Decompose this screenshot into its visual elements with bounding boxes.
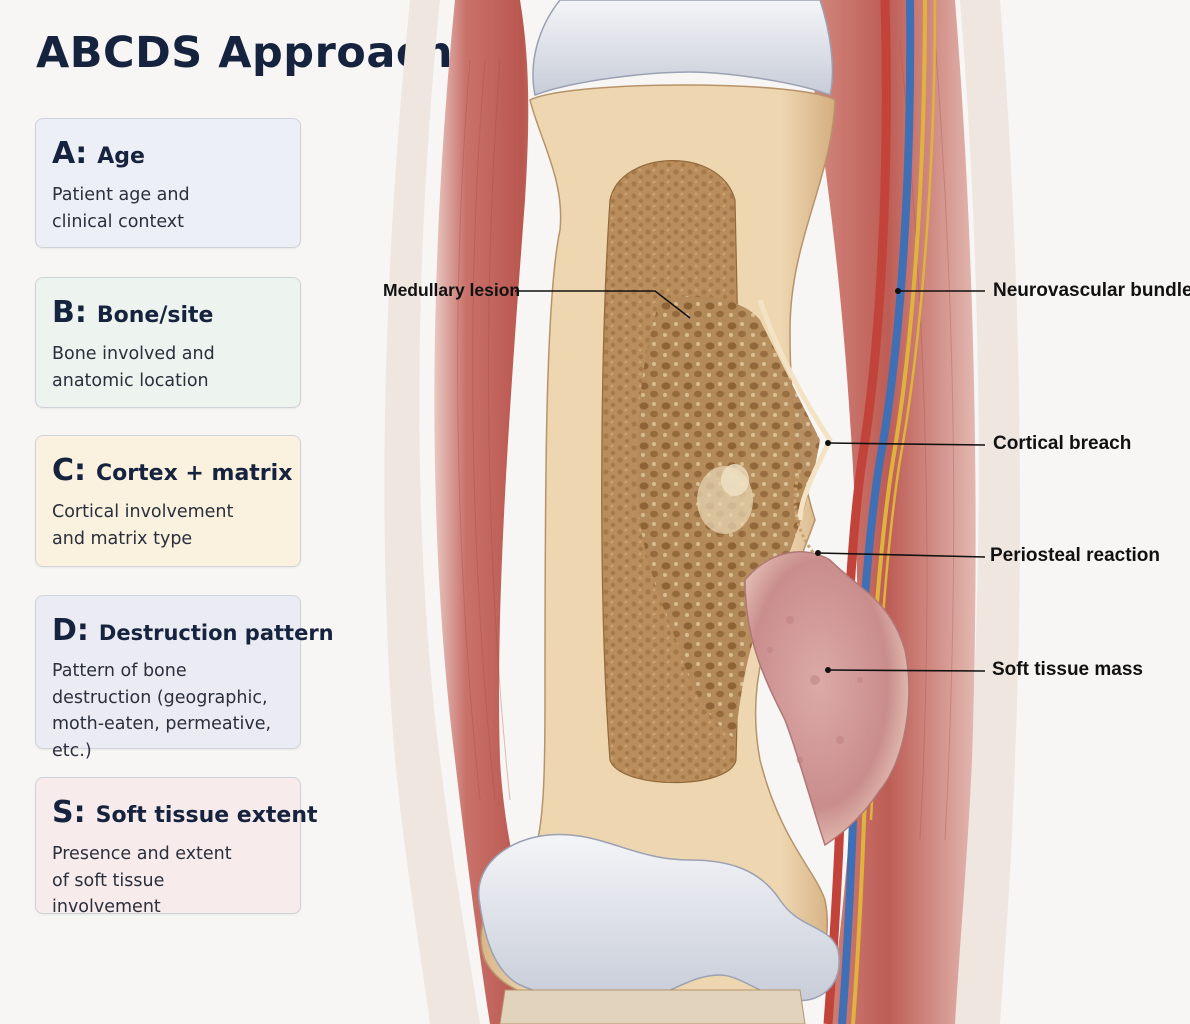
card-colon: : xyxy=(74,295,87,330)
card-destruction-pattern: D: Destruction pattern Pattern of bone d… xyxy=(35,595,334,761)
card-letter: B xyxy=(52,295,75,330)
label-soft-tissue-mass: Soft tissue mass xyxy=(992,659,1143,680)
card-age: A: Age Patient age and clinical context xyxy=(35,118,301,248)
label-medullary-lesion: Medullary lesion xyxy=(383,280,521,300)
soft-tissue-mass-leader xyxy=(827,669,986,672)
label-neurovascular-bundle: Neurovascular bundle xyxy=(993,280,1190,301)
neurovascular-bundle-dot xyxy=(895,288,901,294)
card-term: Age xyxy=(97,144,145,169)
card-cortex-matrix: C: Cortex + matrix Cortical involvement … xyxy=(35,435,301,567)
label-cortical-breach: Cortical breach xyxy=(993,433,1132,454)
cortical-breach-leader xyxy=(827,442,986,446)
card-term: Destruction pattern xyxy=(98,621,334,645)
card-letter: D xyxy=(52,613,77,648)
soft-tissue-mass-dot xyxy=(825,667,831,673)
card-heading: D: Destruction pattern xyxy=(52,613,334,648)
card-letter: A xyxy=(52,136,76,171)
card-soft-tissue-extent: S: Soft tissue extent Presence and exten… xyxy=(35,777,318,917)
card-description: Presence and extent of soft tissue invol… xyxy=(52,844,232,917)
page-title: ABCDS Approach xyxy=(36,28,453,78)
card-description: Patient age and clinical context xyxy=(52,185,190,232)
medullary-lesion-leader xyxy=(515,290,691,319)
card-bone-site: B: Bone/site Bone involved and anatomic … xyxy=(35,277,301,408)
periosteal-reaction-dot xyxy=(815,550,821,556)
card-heading: C: Cortex + matrix xyxy=(52,453,292,489)
cortical-breach-dot xyxy=(825,440,831,446)
card-description: Bone involved and anatomic location xyxy=(52,344,215,391)
card-description: Cortical involvement and matrix type xyxy=(52,502,234,549)
card-term: Bone/site xyxy=(96,303,214,328)
card-term: Cortex + matrix xyxy=(96,461,293,486)
card-letter: S xyxy=(52,795,74,830)
card-description: Pattern of bone destruction (geographic,… xyxy=(52,661,272,761)
card-heading: A: Age xyxy=(52,137,284,172)
periosteal-reaction-leader xyxy=(817,552,986,558)
card-letter: C xyxy=(52,453,75,488)
card-colon: : xyxy=(75,136,88,171)
card-term: Soft tissue extent xyxy=(95,803,318,828)
card-heading: B: Bone/site xyxy=(52,296,284,331)
label-periosteal-reaction: Periosteal reaction xyxy=(990,545,1161,566)
card-colon: : xyxy=(73,795,86,830)
card-heading: S: Soft tissue extent xyxy=(52,795,318,831)
card-colon: : xyxy=(76,613,89,648)
card-colon: : xyxy=(74,453,87,488)
